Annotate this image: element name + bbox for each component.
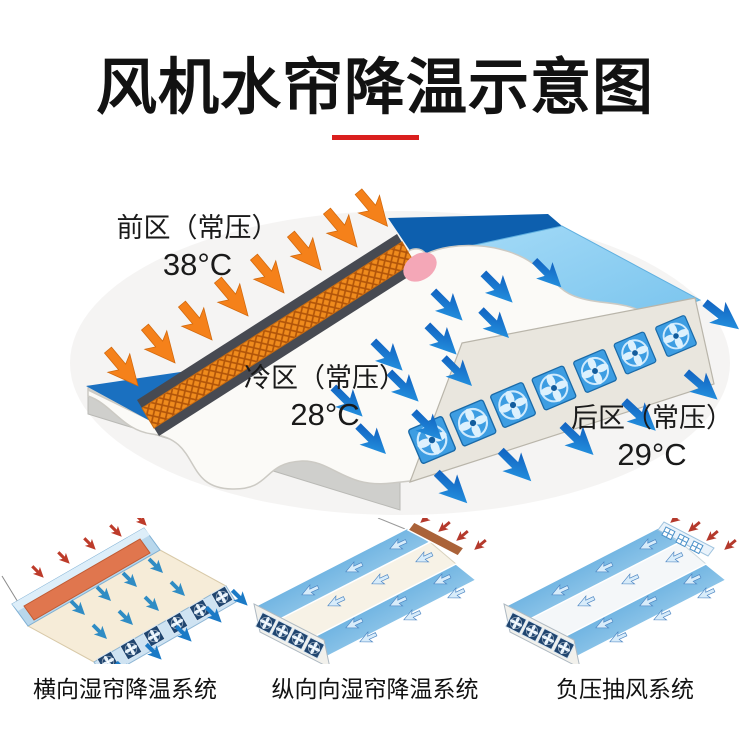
building-illustration	[70, 188, 748, 515]
wet-pad-end	[406, 521, 466, 557]
negative-pressure-system-illustration	[503, 518, 739, 664]
rear-zone-name: 后区（常压）	[571, 403, 733, 433]
window-end-wall	[657, 521, 715, 557]
negative-pressure-system-label: 负压抽风系统	[556, 676, 694, 702]
curtain-wall	[11, 527, 161, 627]
front-zone-temp: 38°C	[162, 246, 233, 282]
longitudinal-system-label: 纵向向湿帘降温系统	[271, 676, 479, 702]
main-cooling-diagram: 前区（常压） 38°C 冷区（常压） 28°C 后区（常压） 29°C	[0, 188, 750, 523]
rear-zone-label: 后区（常压） 29°C	[543, 402, 750, 475]
fan-wall	[93, 585, 237, 664]
cross-flow-system-illustration	[1, 518, 250, 664]
longitudinal-system-figure: 纵向向湿帘降温系统	[250, 518, 500, 704]
cold-zone-label: 冷区（常压） 28°C	[215, 362, 435, 435]
curtain-pad	[141, 241, 415, 429]
window-icon	[661, 526, 704, 555]
cross-flow-system-label: 横向湿帘降温系统	[33, 676, 217, 702]
wet-curtain	[137, 234, 437, 436]
fan-end-wall	[253, 603, 330, 664]
longitudinal-system-illustration	[253, 518, 489, 664]
roof-ridge-dark	[388, 214, 562, 258]
system-diagrams-row: 横向湿帘降温系统	[0, 518, 750, 704]
page-title: 风机水帘降温示意图	[95, 53, 654, 121]
cross-flow-system-figure: 横向湿帘降温系统	[0, 518, 250, 704]
cold-zone-name: 冷区（常压）	[244, 363, 406, 393]
title-underline	[331, 135, 419, 141]
leader-line	[377, 518, 411, 532]
negative-pressure-system-figure: 负压抽风系统	[500, 518, 750, 704]
curtain-pink-cap	[403, 252, 437, 282]
header: 风机水帘降温示意图	[0, 48, 750, 141]
front-zone-label: 前区（常压） 38°C	[95, 212, 300, 285]
front-zone-name: 前区（常压）	[116, 213, 279, 243]
fan-end-wall	[503, 603, 580, 664]
rear-zone-temp: 29°C	[617, 436, 687, 472]
wet-pad	[23, 538, 151, 621]
cold-zone-temp: 28°C	[290, 396, 360, 432]
exhaust-fan-wall	[406, 297, 715, 483]
